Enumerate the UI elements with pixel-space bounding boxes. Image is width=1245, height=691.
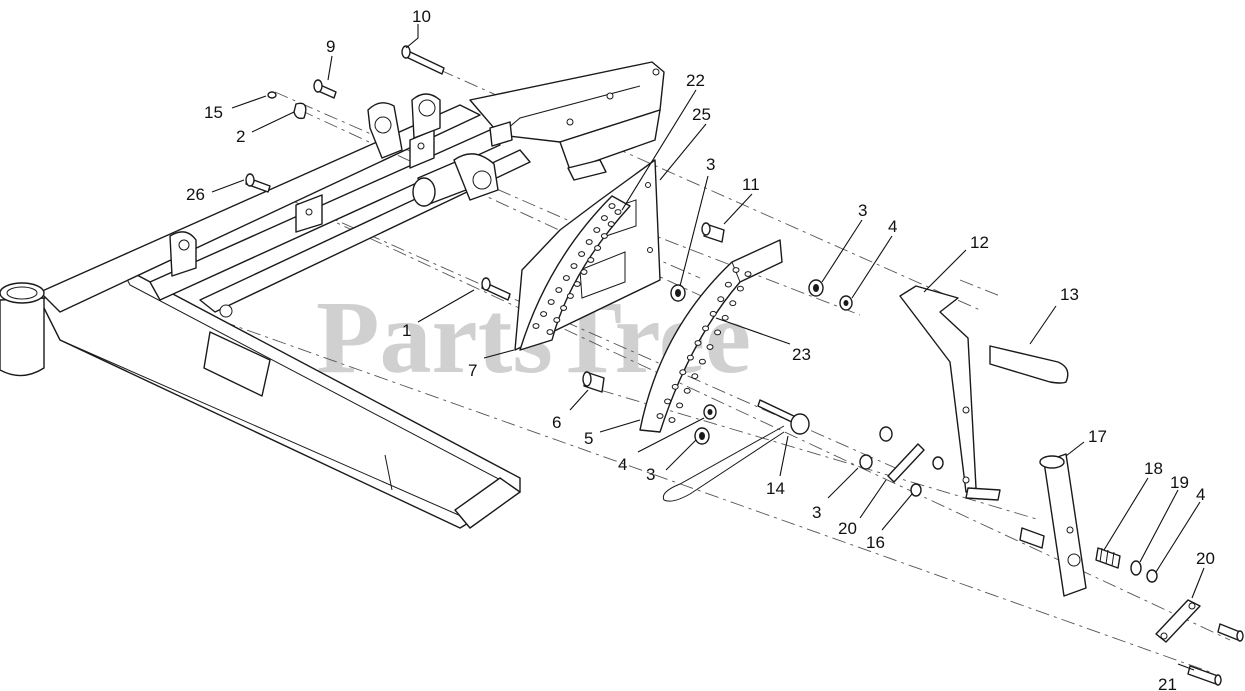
plate-hole	[714, 329, 722, 336]
part-23-curved-bracket	[639, 239, 783, 433]
part-12-pedal-arm	[899, 285, 1001, 501]
callout-2: 2	[236, 127, 245, 146]
callout-21: 21	[1158, 675, 1177, 691]
callout-12: 12	[970, 233, 989, 252]
plate-hole	[560, 305, 568, 311]
plate-hole	[664, 398, 672, 405]
plate-hole	[656, 413, 664, 419]
plate-hole	[683, 387, 691, 394]
callout-20: 20	[838, 519, 857, 538]
callout-10: 10	[412, 7, 431, 26]
leader-lines	[211, 24, 1205, 671]
callout-17: 17	[1088, 427, 1107, 446]
part-22-index-plate	[519, 195, 631, 351]
callout-labels: 10 9 15 2 26 22 25 3 11 3 4 12 13 1 7 23…	[186, 7, 1215, 691]
hardware	[245, 45, 1244, 686]
callout-3: 3	[812, 503, 821, 522]
callout-23: 23	[792, 345, 811, 364]
plate-hole	[721, 314, 729, 321]
plate-hole	[676, 402, 684, 409]
plate-hole	[614, 209, 622, 215]
callout-14: 14	[766, 479, 785, 498]
callout-3: 3	[646, 465, 655, 484]
plate-hole	[744, 271, 752, 277]
plate-hole	[570, 263, 578, 269]
plate-hole	[540, 311, 548, 317]
callout-5: 5	[584, 429, 593, 448]
plate-hole	[580, 269, 588, 275]
callout-4: 4	[1196, 485, 1205, 504]
callout-7: 7	[468, 361, 477, 380]
plate-hole	[547, 299, 555, 305]
callout-20: 20	[1196, 549, 1215, 568]
plate-hole	[532, 323, 540, 329]
plate-hole	[553, 317, 561, 323]
callout-6: 6	[552, 413, 561, 432]
plate-hole	[694, 340, 702, 346]
plate-hole	[585, 239, 593, 245]
plate-hole	[671, 383, 679, 390]
part-17-lever	[1019, 453, 1087, 597]
plate-hole	[555, 287, 563, 293]
part-13-pedal-pad	[989, 345, 1069, 384]
plate-hole	[717, 296, 725, 303]
plate-hole	[691, 373, 699, 380]
callout-1: 1	[402, 321, 411, 340]
plate-hole	[562, 275, 570, 281]
callout-19: 19	[1170, 473, 1189, 492]
plate-hole	[686, 354, 694, 361]
plate-hole	[668, 417, 676, 423]
plate-hole	[573, 281, 581, 287]
plate-hole	[698, 358, 706, 365]
callout-3: 3	[858, 201, 867, 220]
plate-hole	[594, 245, 602, 251]
plate-hole	[578, 251, 586, 257]
plate-hole	[607, 221, 615, 227]
callout-9: 9	[326, 37, 335, 56]
plate-hole	[732, 267, 740, 273]
plate-hole	[706, 344, 714, 350]
plate-hole	[736, 285, 744, 292]
callout-4: 4	[618, 455, 627, 474]
callout-25: 25	[692, 105, 711, 124]
plate-hole	[729, 300, 737, 307]
plate-hole	[709, 310, 717, 317]
plate-hole	[702, 325, 710, 332]
plate-hole	[587, 257, 595, 263]
callout-4: 4	[888, 217, 897, 236]
callout-22: 22	[686, 71, 705, 90]
plate-hole	[600, 233, 608, 239]
plate-hole	[608, 203, 616, 209]
plate-hole	[724, 281, 732, 288]
callout-16: 16	[866, 533, 885, 552]
callout-26: 26	[186, 185, 205, 204]
plate-hole	[546, 329, 554, 335]
plate-hole	[566, 293, 574, 299]
callout-11: 11	[742, 175, 760, 194]
callout-18: 18	[1144, 459, 1163, 478]
plate-hole	[679, 369, 687, 376]
plate-hole	[600, 215, 608, 221]
frame-assembly	[0, 61, 665, 529]
callout-3: 3	[706, 155, 715, 174]
callout-15: 15	[204, 103, 223, 122]
plate-hole	[593, 227, 601, 233]
callout-13: 13	[1060, 285, 1079, 304]
